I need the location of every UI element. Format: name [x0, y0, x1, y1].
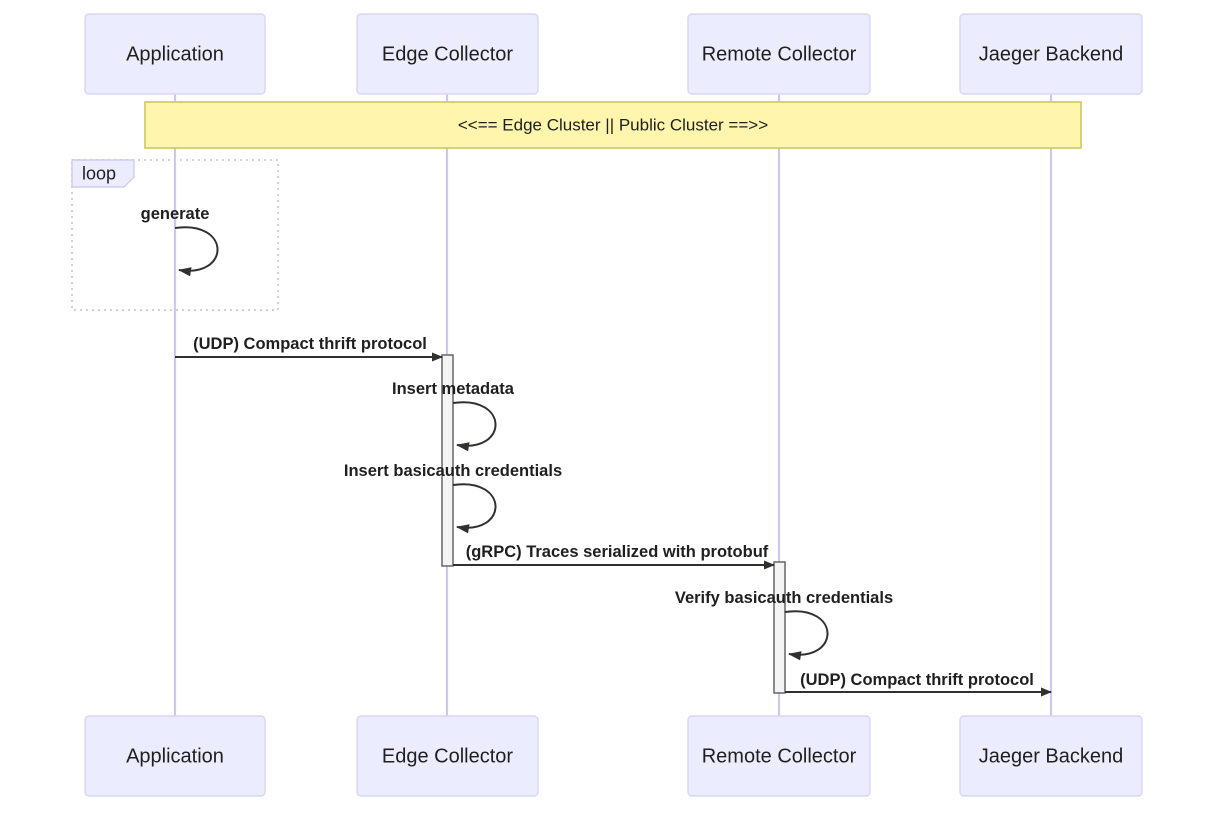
actor-label-application-bottom: Application	[126, 745, 224, 767]
message-label-insert-basicauth-credentials: Insert basicauth credentials	[344, 462, 562, 480]
actor-label-jaeger-backend-top: Jaeger Backend	[979, 43, 1124, 65]
actor-rect-application-bottom[interactable]	[84, 715, 266, 797]
actor-label-remote-collector-bottom: Remote Collector	[702, 745, 857, 767]
self-message-arc-insert-metadata	[452, 401, 497, 452]
cluster-note-box	[144, 101, 1082, 149]
loop-block-label: loop	[82, 163, 116, 183]
loop-block-tab	[71, 159, 135, 188]
actor-label-application-top: Application	[126, 43, 224, 65]
actor-rect-application-top[interactable]	[84, 13, 266, 95]
note-group: <<== Edge Cluster || Public Cluster ==>>	[144, 101, 1082, 149]
actor-rect-remote-collector-bottom[interactable]	[687, 715, 871, 797]
messages-group: generate(UDP) Compact thrift protocolIns…	[141, 205, 1052, 697]
actor-rect-remote-collector-top[interactable]	[687, 13, 871, 95]
actor-rect-jaeger-backend-bottom[interactable]	[959, 715, 1143, 797]
cluster-note-label: <<== Edge Cluster || Public Cluster ==>>	[458, 115, 768, 134]
message-generate	[174, 226, 219, 277]
loop-block-border	[71, 159, 279, 311]
actor-boxes-bottom-group: Application Edge Collector Remote Collecto…	[84, 715, 1143, 797]
message-label-grpc-traces-protobuf: (gRPC) Traces serialized with protobuf	[466, 543, 769, 561]
message-label-verify-basicauth-credentials: Verify basicauth credentials	[675, 589, 893, 607]
actor-box-edge-collector-top[interactable]: Edge Collector	[356, 13, 539, 95]
message-label-udp-compact-thrift-app-to-edge: (UDP) Compact thrift protocol	[193, 335, 427, 353]
self-message-arc-insert-basicauth-credentials	[452, 483, 497, 534]
message-label-insert-metadata: Insert metadata	[392, 380, 515, 398]
actor-rect-jaeger-backend-top[interactable]	[959, 13, 1143, 95]
actor-box-jaeger-backend-top[interactable]: Jaeger Backend	[959, 13, 1143, 95]
self-message-arc-verify-basicauth-credentials	[784, 610, 829, 661]
actor-box-edge-collector-bottom[interactable]: Edge Collector	[356, 715, 539, 797]
actor-box-jaeger-backend-bottom[interactable]: Jaeger Backend	[959, 715, 1143, 797]
actor-box-application-top[interactable]: Application	[84, 13, 266, 95]
message-label-udp-compact-thrift-remote-to-jaeger: (UDP) Compact thrift protocol	[800, 671, 1034, 689]
message-insert-metadata	[452, 401, 497, 452]
activation-remote-collector	[773, 561, 786, 694]
actor-rect-edge-collector-top[interactable]	[356, 13, 539, 95]
actor-label-remote-collector-top: Remote Collector	[702, 43, 857, 65]
actor-box-remote-collector-top[interactable]: Remote Collector	[687, 13, 871, 95]
actor-label-jaeger-backend-bottom: Jaeger Backend	[979, 745, 1124, 767]
activation-edge-collector	[441, 354, 454, 567]
self-message-arc-generate	[174, 226, 219, 277]
actor-box-remote-collector-bottom[interactable]: Remote Collector	[687, 715, 871, 797]
loop-block-group: loop	[71, 159, 279, 311]
activations-group	[441, 354, 786, 694]
actor-boxes-top-group: Application Edge Collector Remote Collecto…	[84, 13, 1143, 95]
actor-rect-edge-collector-bottom[interactable]	[356, 715, 539, 797]
message-verify-basicauth-credentials	[784, 610, 829, 661]
message-insert-basicauth-credentials	[452, 483, 497, 534]
lifelines-group	[173, 94, 1053, 716]
actor-label-edge-collector-bottom: Edge Collector	[382, 745, 514, 767]
message-label-generate: generate	[141, 205, 210, 223]
actor-label-edge-collector-top: Edge Collector	[382, 43, 514, 65]
actor-box-application-bottom[interactable]: Application	[84, 715, 266, 797]
